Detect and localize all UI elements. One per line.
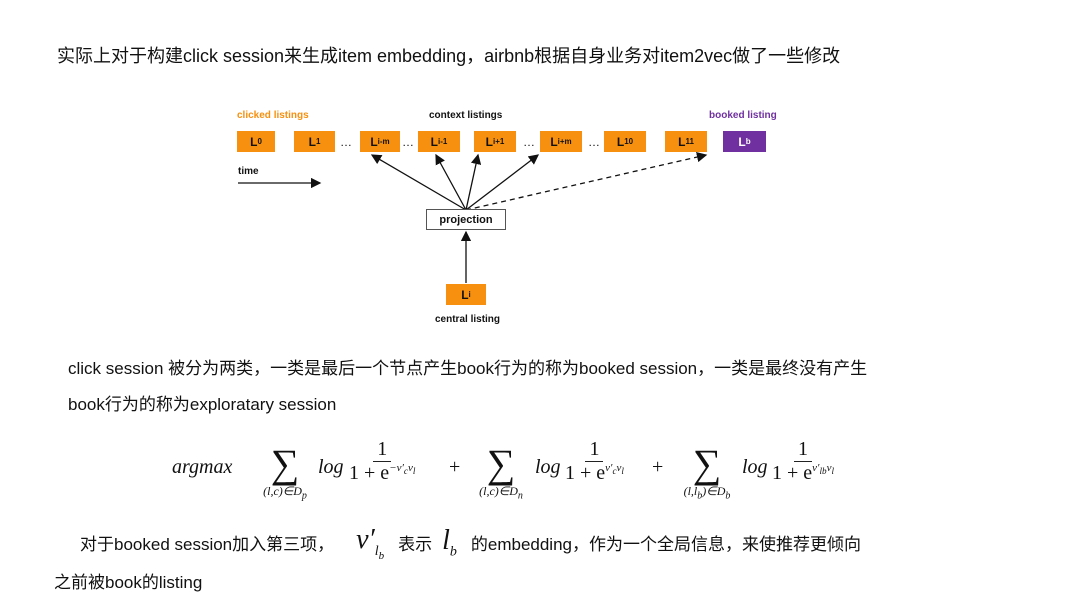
heading: 实际上对于构建click session来生成item embedding，ai… xyxy=(57,46,841,66)
paragraph-line: book行为的称为exploratary session xyxy=(68,395,337,414)
booked-listing-label: booked listing xyxy=(709,110,777,121)
context-listings-label: context listings xyxy=(429,110,503,121)
context-arrow xyxy=(370,154,467,211)
ellipsis: … xyxy=(340,135,352,149)
paragraph-line: click session 被分为两类，一类是最后一个节点产生book行为的称为… xyxy=(68,359,868,378)
time-label: time xyxy=(238,166,259,177)
argmax: argmax xyxy=(172,456,233,478)
paragraph-line: 对于booked session加入第三项， v′lb 表示 lb 的embed… xyxy=(80,524,861,562)
log: log xyxy=(318,456,344,478)
context-arrow xyxy=(465,153,482,211)
clicked-listings-label: clicked listings xyxy=(237,110,309,121)
context-arrow xyxy=(465,154,540,211)
ellipsis: … xyxy=(523,135,535,149)
context-arrow xyxy=(435,153,467,211)
paragraph-line: 之前被book的listing xyxy=(54,573,203,592)
central-listing-label: central listing xyxy=(435,314,501,325)
ellipsis: … xyxy=(402,135,414,149)
projection-box: projection xyxy=(426,209,506,230)
ellipsis: … xyxy=(588,135,600,149)
